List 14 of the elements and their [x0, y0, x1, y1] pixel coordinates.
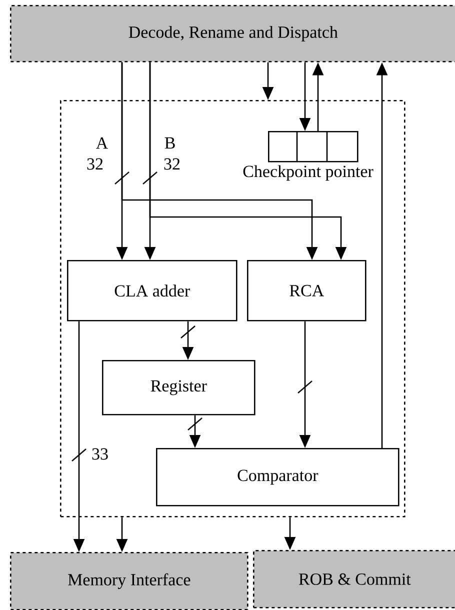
bus-label: 33: [92, 448, 108, 460]
logic-block: Register: [102, 360, 256, 416]
stage-box: Decode, Rename and Dispatch: [10, 5, 455, 62]
bus-label: 32: [87, 158, 103, 170]
bus-label: 32: [164, 158, 180, 170]
bus-label: B: [164, 137, 175, 149]
bus-label: A: [96, 137, 108, 149]
dashed-group-box: [60, 100, 406, 518]
stage-box: Memory Interface: [10, 552, 248, 610]
logic-block: RCA: [247, 260, 366, 322]
logic-block: Comparator: [156, 448, 400, 506]
register-label: Checkpoint pointer: [243, 165, 374, 181]
logic-block: CLA adder: [67, 260, 238, 322]
stage-box: ROB & Commit: [253, 550, 455, 608]
